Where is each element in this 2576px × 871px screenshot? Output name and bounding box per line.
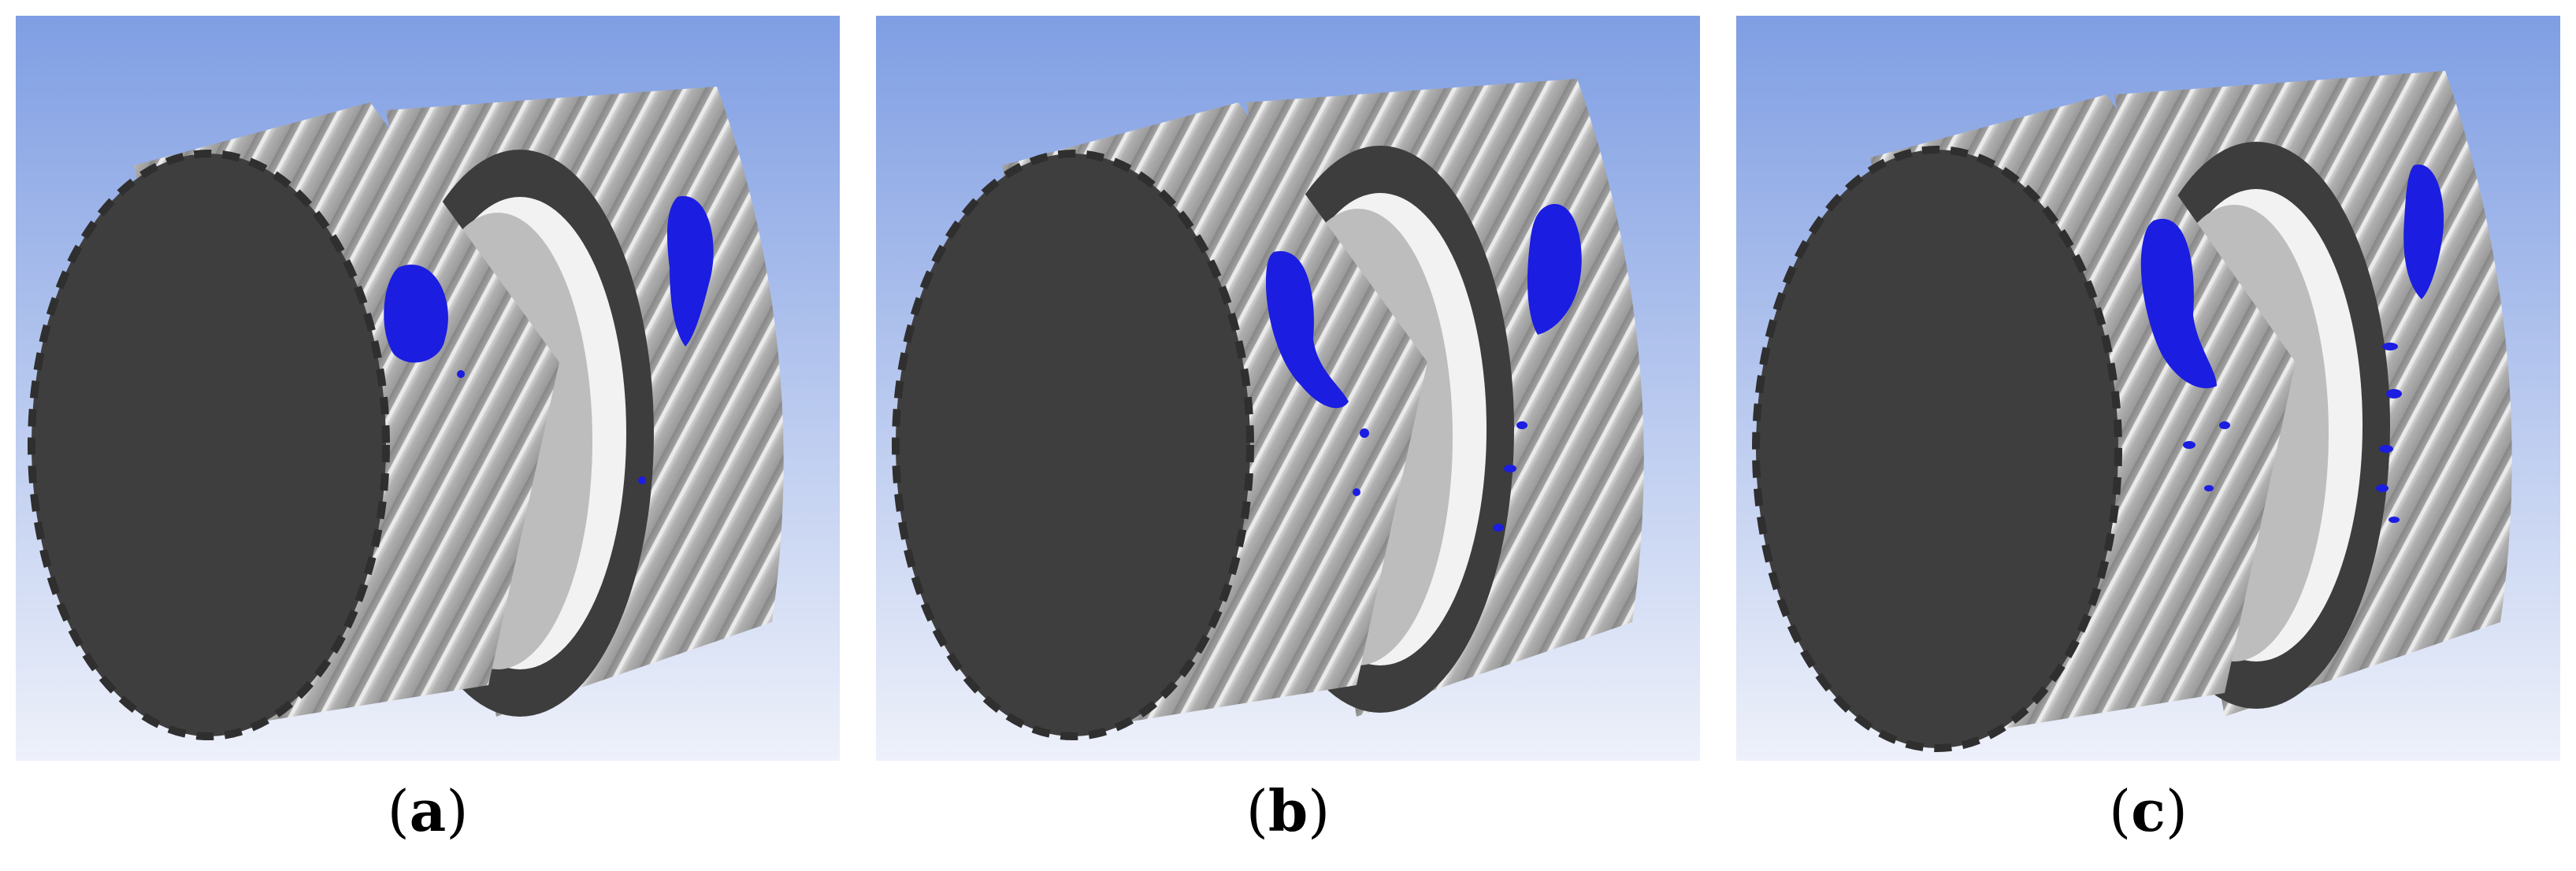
panel-c-render — [1736, 16, 2560, 761]
panel-a-svg — [16, 16, 840, 761]
fluid-isosurface — [384, 196, 714, 484]
fluid-isosurface — [1266, 204, 1582, 532]
fluid-isosurface — [2140, 164, 2444, 523]
panel-c-svg — [1736, 16, 2560, 761]
caption-b: (b) — [1245, 777, 1331, 844]
caption-c: (c) — [2108, 777, 2188, 844]
panel-b-svg — [876, 16, 1700, 761]
panel-a-render — [16, 16, 840, 761]
front-gear — [892, 102, 1427, 740]
panel-b-render — [876, 16, 1700, 761]
front-gear — [28, 102, 559, 740]
caption-a: (a) — [387, 777, 469, 844]
